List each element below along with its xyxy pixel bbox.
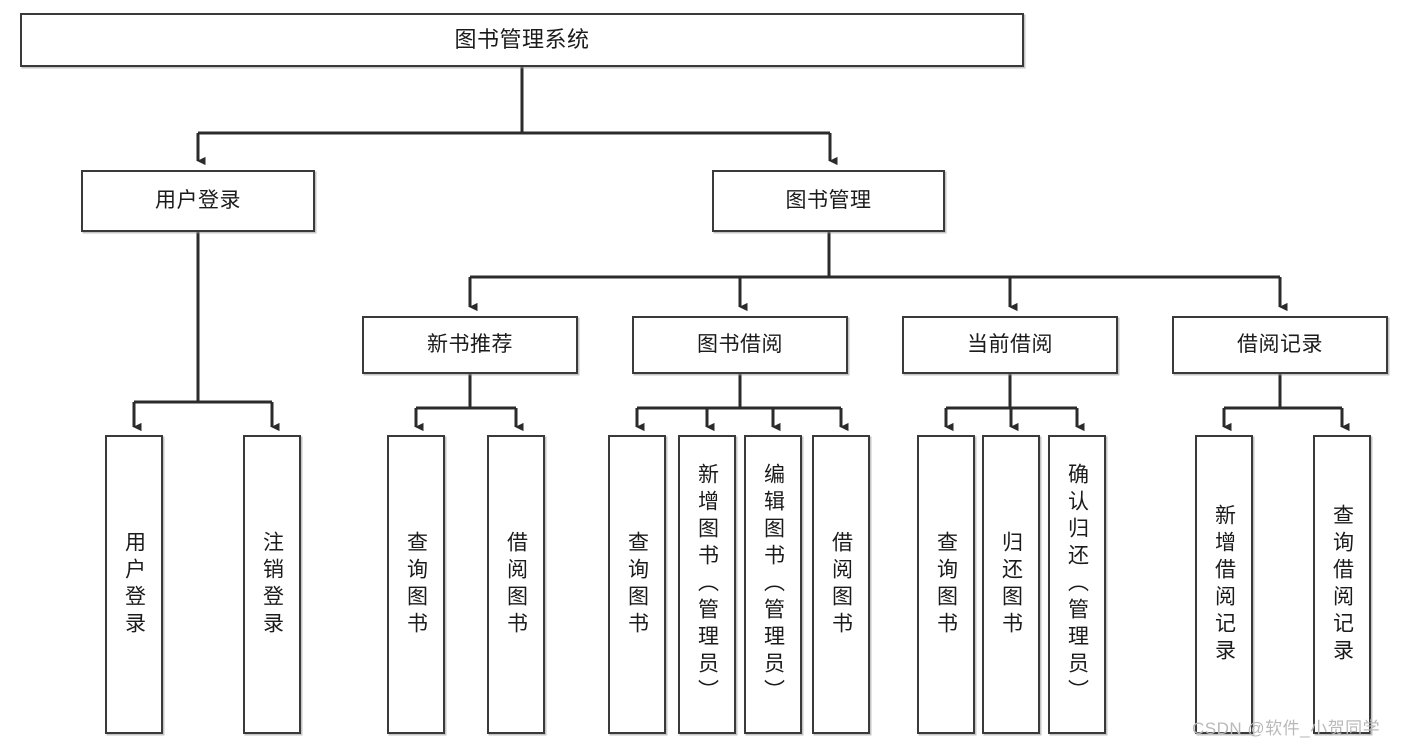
node-leaf-query-book-1[interactable]: 查询图书 <box>387 435 445 734</box>
node-new-book-recommend-label: 新书推荐 <box>427 332 513 356</box>
node-leaf-confirm-return[interactable]: 确认归还（管理员） <box>1048 435 1106 734</box>
node-leaf-query-book-2[interactable]: 查询图书 <box>608 435 666 734</box>
node-book-manage[interactable]: 图书管理 <box>712 170 945 232</box>
node-book-manage-label: 图书管理 <box>785 188 872 212</box>
node-leaf-return-book[interactable]: 归还图书 <box>982 435 1040 734</box>
node-leaf-user-login-label: 用户登录 <box>122 530 146 639</box>
node-leaf-add-record[interactable]: 新增借阅记录 <box>1195 435 1253 734</box>
node-leaf-user-login[interactable]: 用户登录 <box>105 435 163 734</box>
node-leaf-query-record[interactable]: 查询借阅记录 <box>1313 435 1371 734</box>
node-current-borrow-label: 当前借阅 <box>967 332 1053 356</box>
node-leaf-edit-book-label: 编辑图书（管理员） <box>761 463 785 706</box>
node-user-login[interactable]: 用户登录 <box>81 170 315 232</box>
node-leaf-borrow-book-2-label: 借阅图书 <box>829 530 853 639</box>
node-current-borrow[interactable]: 当前借阅 <box>902 316 1118 374</box>
csdn-watermark: CSDN @软件_小贺同学 <box>1192 719 1381 738</box>
node-leaf-query-book-3-label: 查询图书 <box>934 530 958 639</box>
node-leaf-add-record-label: 新增借阅记录 <box>1212 503 1236 666</box>
node-borrow-record-label: 借阅记录 <box>1237 332 1323 356</box>
node-borrow-record[interactable]: 借阅记录 <box>1172 316 1388 374</box>
node-leaf-query-book-1-label: 查询图书 <box>404 530 428 639</box>
node-new-book-recommend[interactable]: 新书推荐 <box>362 316 578 374</box>
node-book-borrow-label: 图书借阅 <box>697 332 783 356</box>
node-root-label: 图书管理系统 <box>454 27 590 53</box>
node-leaf-logout-label: 注销登录 <box>260 530 284 639</box>
node-leaf-add-book[interactable]: 新增图书（管理员） <box>678 435 736 734</box>
node-leaf-logout[interactable]: 注销登录 <box>243 435 301 734</box>
node-leaf-confirm-return-label: 确认归还（管理员） <box>1065 463 1089 706</box>
node-leaf-borrow-book-2[interactable]: 借阅图书 <box>812 435 870 734</box>
node-root[interactable]: 图书管理系统 <box>20 13 1024 67</box>
node-leaf-query-book-3[interactable]: 查询图书 <box>917 435 975 734</box>
node-leaf-borrow-book-1[interactable]: 借阅图书 <box>487 435 545 734</box>
node-leaf-add-book-label: 新增图书（管理员） <box>695 463 719 706</box>
node-leaf-borrow-book-1-label: 借阅图书 <box>504 530 528 639</box>
node-leaf-query-record-label: 查询借阅记录 <box>1330 503 1354 666</box>
node-book-borrow[interactable]: 图书借阅 <box>632 316 848 374</box>
node-user-login-label: 用户登录 <box>155 188 241 212</box>
node-leaf-query-book-2-label: 查询图书 <box>625 530 649 639</box>
node-leaf-return-book-label: 归还图书 <box>999 530 1023 639</box>
node-leaf-edit-book[interactable]: 编辑图书（管理员） <box>744 435 802 734</box>
